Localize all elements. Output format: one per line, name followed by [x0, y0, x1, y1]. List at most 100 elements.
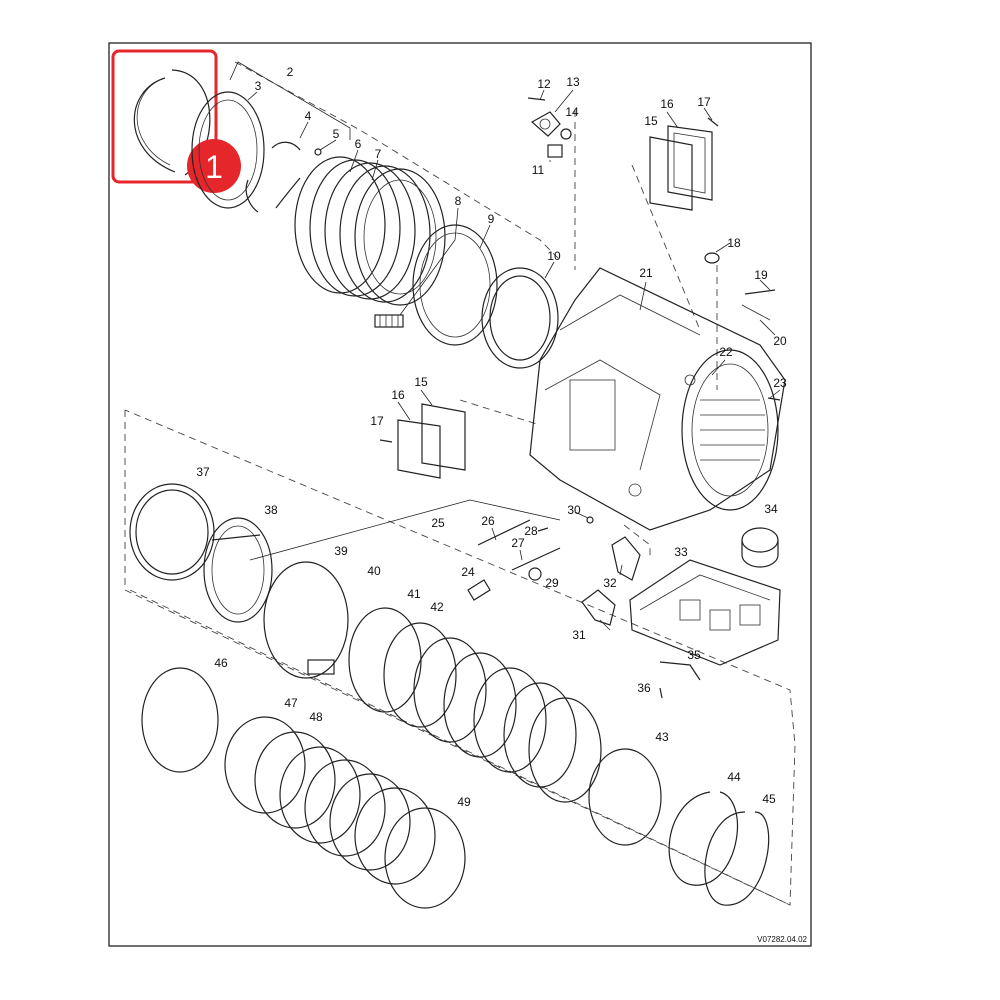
- part-37-seal-ring[interactable]: [129, 483, 215, 581]
- guide-line-3: [631, 164, 701, 331]
- part-20-bracket[interactable]: [741, 304, 771, 321]
- callout-32: 32: [603, 576, 617, 590]
- callout-8: 8: [455, 194, 462, 208]
- callout-6: 6: [355, 137, 362, 151]
- callout-39: 39: [334, 544, 348, 558]
- callout-46: 46: [214, 656, 228, 670]
- part-15-gasket-upper[interactable]: [649, 136, 693, 211]
- part-6-7-clutch-pack[interactable]: [294, 156, 446, 306]
- part-31-manual-valve-lever[interactable]: [581, 589, 616, 626]
- guide-line-1: [459, 399, 541, 426]
- highlight-box: [111, 49, 218, 184]
- callout-19: 19: [754, 268, 768, 282]
- part-34-filter[interactable]: [741, 527, 779, 568]
- part-13-solenoid[interactable]: [530, 111, 561, 137]
- callout-43: 43: [655, 730, 669, 744]
- part-26-shaft[interactable]: [477, 519, 531, 546]
- part-39-toothed-plate[interactable]: [263, 561, 349, 679]
- callout-37: 37: [196, 465, 210, 479]
- callout-45: 45: [762, 792, 776, 806]
- part-27-shaft[interactable]: [511, 547, 561, 571]
- callout-35: 35: [687, 648, 701, 662]
- callout-23: 23: [773, 376, 787, 390]
- leader-lines: [229, 61, 781, 631]
- part-47-48-49-clutch-pack[interactable]: [224, 716, 466, 909]
- callout-17-lower: 17: [370, 414, 384, 428]
- highlight-badge-circle: [187, 139, 241, 193]
- part-14-o-ring[interactable]: [560, 128, 572, 140]
- part-35-wire-clip[interactable]: [659, 661, 701, 681]
- callout-16-lower: 16: [391, 388, 405, 402]
- callout-36: 36: [637, 681, 651, 695]
- reference-code: V07282.04.02: [757, 935, 807, 944]
- callout-41: 41: [407, 587, 421, 601]
- callout-9: 9: [488, 212, 495, 226]
- callout-11: 11: [532, 163, 545, 177]
- part-9-toothed-plate[interactable]: [412, 224, 498, 346]
- part-4-spring-clip[interactable]: [245, 141, 301, 213]
- highlight-badge[interactable]: 1: [187, 139, 241, 193]
- part-46-backing-plate[interactable]: [141, 667, 219, 773]
- part-41-42-clutch-pack[interactable]: [348, 607, 602, 803]
- callout-12: 12: [537, 77, 551, 91]
- callout-24: 24: [461, 565, 475, 579]
- callout-33: 33: [674, 545, 688, 559]
- callout-29: 29: [545, 576, 559, 590]
- diagram-border: [108, 42, 812, 947]
- part-32-detent-lever[interactable]: [611, 536, 641, 581]
- part-23-fitting[interactable]: [767, 397, 781, 401]
- part-8-spring-set[interactable]: [374, 314, 404, 328]
- part-45-snap-ring[interactable]: [704, 811, 770, 906]
- callout-47: 47: [284, 696, 298, 710]
- callout-26: 26: [481, 514, 495, 528]
- part-10-piston-seal[interactable]: [481, 267, 559, 369]
- callout-3: 3: [255, 79, 262, 93]
- part-43-backing-plate[interactable]: [588, 748, 662, 846]
- callout-7: 7: [375, 147, 382, 161]
- callout-25: 25: [431, 516, 445, 530]
- part-36-bolt[interactable]: [659, 687, 663, 699]
- part-40-spring-set[interactable]: [307, 659, 335, 675]
- part-5-pin[interactable]: [314, 148, 322, 156]
- part-11-fitting[interactable]: [547, 144, 563, 158]
- part-16-cover-plate-upper[interactable]: [667, 125, 713, 201]
- part-30-seal[interactable]: [586, 516, 594, 524]
- callout-18: 18: [727, 236, 741, 250]
- part-12-bolt[interactable]: [527, 97, 546, 101]
- highlight-badge-number: 1: [205, 149, 223, 185]
- callout-16-upper: 16: [660, 97, 674, 111]
- part-19-pin[interactable]: [744, 289, 776, 295]
- part-28-pin[interactable]: [537, 527, 549, 532]
- callout-34: 34: [764, 502, 778, 516]
- callout-40: 40: [367, 564, 381, 578]
- callout-21: 21: [639, 266, 653, 280]
- part-44-snap-ring[interactable]: [668, 791, 739, 886]
- part-17-bolt-upper[interactable]: [707, 117, 719, 127]
- part-15-gasket-lower[interactable]: [421, 403, 466, 471]
- callout-48: 48: [309, 710, 323, 724]
- part-29-nut[interactable]: [528, 567, 542, 581]
- part-24-plug[interactable]: [467, 579, 491, 601]
- part-21-transmission-housing[interactable]: [529, 267, 786, 531]
- callout-5: 5: [333, 127, 340, 141]
- guide-line-5: [623, 524, 651, 560]
- callout-13: 13: [566, 75, 580, 89]
- callout-20: 20: [773, 334, 787, 348]
- callout-22: 22: [719, 345, 733, 359]
- part-18-plug[interactable]: [704, 252, 720, 264]
- part-16-cover-plate-lower[interactable]: [397, 419, 441, 479]
- part-17-bolt-lower[interactable]: [379, 439, 393, 443]
- callout-15-upper: 15: [644, 114, 658, 128]
- assembly-outline-lower: [124, 409, 796, 906]
- callout-14: 14: [565, 105, 579, 119]
- callout-42: 42: [430, 600, 444, 614]
- callout-10: 10: [547, 249, 561, 263]
- part-33-valve-body[interactable]: [629, 559, 781, 666]
- part-38-clutch-drum[interactable]: [203, 517, 273, 623]
- callout-28: 28: [524, 524, 538, 538]
- callout-labels: 2 3 4 5 6 7 8 9 10 11 12 13 14 15 16 17 …: [196, 65, 787, 809]
- callout-31: 31: [572, 628, 586, 642]
- part-3-clutch-plate[interactable]: [191, 91, 265, 209]
- callout-30: 30: [567, 503, 581, 517]
